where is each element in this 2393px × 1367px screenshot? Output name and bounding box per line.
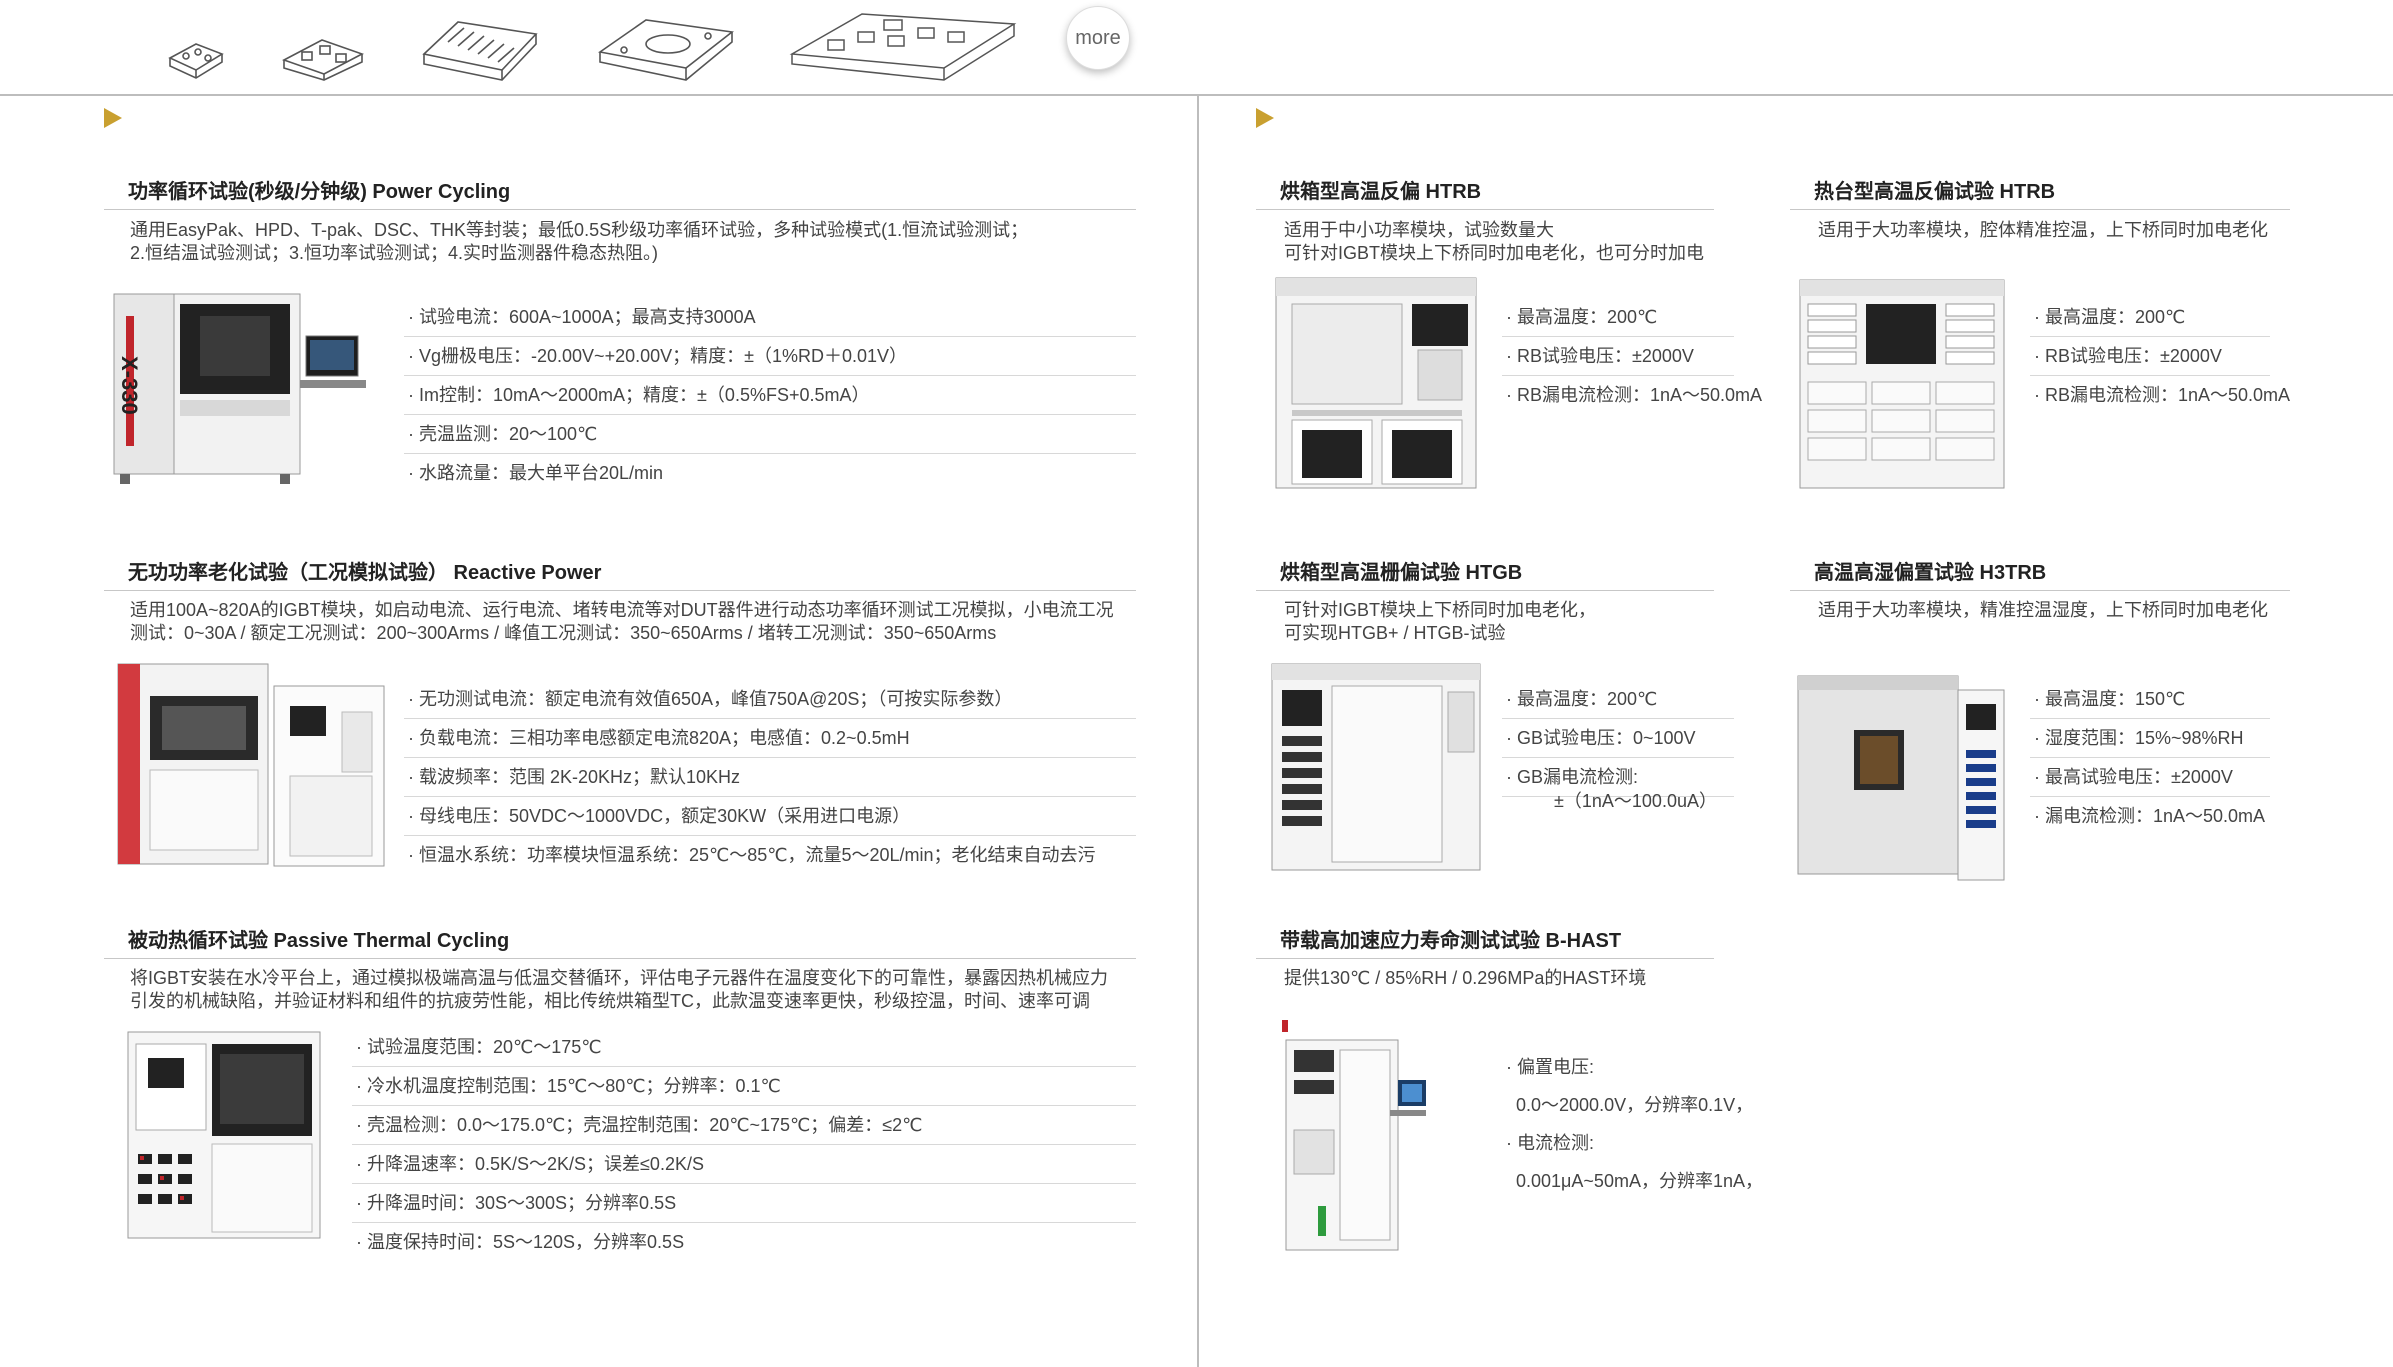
spec-item: · 最高温度：200℃ — [2030, 299, 2270, 337]
passive-thermal-rule — [104, 958, 1136, 959]
h3trb-specs: · 最高温度：150℃ · 湿度范围：15%~98%RH · 最高试验电压：±2… — [2030, 681, 2270, 836]
h3trb-title: 高温高湿偏置试验 H3TRB — [1814, 562, 2047, 584]
module-thumbnail-3[interactable] — [418, 14, 542, 82]
desc-line: 引发的机械缺陷，并验证材料和组件的抗疲劳性能，相比传统烘箱型TC，此款温变速率更… — [130, 991, 1090, 1011]
spec-item: · 偏置电压: — [1506, 1057, 1594, 1077]
spec-item: · 最高试验电压：±2000V — [2030, 759, 2270, 797]
right-section-marker-icon — [1256, 108, 1274, 128]
desc-line: 提供130℃ / 85%RH / 0.296MPa的HAST环境 — [1284, 968, 1647, 988]
bhast-rule — [1256, 958, 1714, 959]
htgb-title: 烘箱型高温栅偏试验 HTGB — [1280, 562, 1523, 584]
spec-item: · 最高温度：200℃ — [1502, 681, 1734, 719]
h3trb-desc: 适用于大功率模块，精准控温湿度，上下桥同时加电老化 — [1818, 599, 2268, 622]
spec-item: · 湿度范围：15%~98%RH — [2030, 720, 2270, 758]
htgb-spec-extra: ±（1nA～100.0uA） — [1554, 791, 1717, 811]
htgb-rule — [1256, 590, 1714, 591]
bhast-machine-image — [1278, 1010, 1428, 1258]
passive-thermal-specs: · 试验温度范围：20℃～175℃ · 冷水机温度控制范围：15℃～80℃；分辨… — [352, 1029, 1136, 1262]
desc-line: 2.恒结温试验测试；3.恒功率试验测试；4.实时监测器件稳态热阻。) — [130, 243, 659, 263]
module-thumbnail-5[interactable] — [788, 6, 1018, 82]
more-button[interactable]: more — [1066, 6, 1130, 70]
htrb-oven-specs: · 最高温度：200℃ · RB试验电压：±2000V · RB漏电流检测：1n… — [1502, 299, 1763, 415]
desc-line: 适用于大功率模块，腔体精准控温，上下桥同时加电老化 — [1818, 220, 2268, 240]
spec-item: · 漏电流检测：1nA～50.0mA — [2034, 806, 2266, 826]
spec-item: · GB漏电流检测: — [1502, 759, 1734, 797]
spec-item: · RB试验电压：±2000V — [2030, 338, 2270, 376]
spec-item: · 载波频率：范围 2K-20KHz；默认10KHz — [404, 759, 1136, 797]
power-cycling-rule — [104, 209, 1136, 210]
module-thumbnail-1[interactable] — [166, 28, 226, 80]
desc-line: 通用EasyPak、HPD、T-pak、DSC、THK等封装；最低0.5S秒级功… — [130, 220, 1029, 240]
bhast-desc: 提供130℃ / 85%RH / 0.296MPa的HAST环境 — [1284, 967, 1646, 990]
htgb-specs: · 最高温度：200℃ · GB试验电压：0~100V · GB漏电流检测: — [1502, 681, 1734, 798]
spec-item: 0.001μA~50mA，分辨率1nA， — [1516, 1171, 1763, 1191]
machine-model-label: X-330 — [117, 356, 142, 415]
desc-line: 适用于中小功率模块，试验数量大 — [1284, 220, 1554, 240]
htrb-hotplate-machine-image — [1796, 272, 2008, 496]
desc-line: 测试：0~30A / 额定工况测试：200~300Arms / 峰值工况测试：3… — [130, 623, 997, 643]
h3trb-rule — [1790, 590, 2290, 591]
power-cycling-desc: 通用EasyPak、HPD、T-pak、DSC、THK等封装；最低0.5S秒级功… — [130, 219, 1028, 265]
spec-item: · 水路流量：最大单平台20L/min — [408, 463, 664, 483]
htgb-machine-image — [1268, 656, 1484, 878]
spec-item: · RB试验电压：±2000V — [1502, 338, 1734, 376]
spec-item: · 试验电流：600A~1000A；最高支持3000A — [404, 299, 1136, 337]
spec-item: · 温度保持时间：5S～120S，分辨率0.5S — [356, 1232, 685, 1252]
htrb-oven-desc: 适用于中小功率模块，试验数量大 可针对IGBT模块上下桥同时加电老化，也可分时加… — [1284, 219, 1704, 265]
desc-line: 可针对IGBT模块上下桥同时加电老化，也可分时加电 — [1284, 243, 1705, 263]
spec-item: · 最高温度：200℃ — [1502, 299, 1734, 337]
spec-item: · 恒温水系统：功率模块恒温系统：25℃～85℃，流量5～20L/min；老化结… — [408, 845, 1096, 865]
spec-item: · 升降温时间：30S～300S；分辨率0.5S — [352, 1185, 1136, 1223]
desc-line: 将IGBT安装在水冷平台上，通过模拟极端高温与低温交替循环，评估电子元器件在温度… — [130, 968, 1108, 988]
power-cycling-specs: · 试验电流：600A~1000A；最高支持3000A · Vg栅极电压：-20… — [404, 299, 1136, 493]
reactive-power-machine-image — [114, 656, 392, 878]
spec-item: · 母线电压：50VDC～1000VDC，额定30KW（采用进口电源） — [404, 798, 1136, 836]
desc-line: 可针对IGBT模块上下桥同时加电老化， — [1284, 600, 1597, 620]
spec-item: · 壳温监测：20～100℃ — [404, 416, 1136, 454]
passive-thermal-desc: 将IGBT安装在水冷平台上，通过模拟极端高温与低温交替循环，评估电子元器件在温度… — [130, 967, 1108, 1013]
reactive-power-specs: · 无功测试电流：额定电流有效值650A，峰值750A@20S；（可按实际参数）… — [404, 681, 1136, 875]
spec-item: · 负载电流：三相功率电感额定电流820A；电感值：0.2~0.5mH — [404, 720, 1136, 758]
spec-item: · 无功测试电流：额定电流有效值650A，峰值750A@20S；（可按实际参数） — [404, 681, 1136, 719]
htgb-desc: 可针对IGBT模块上下桥同时加电老化， 可实现HTGB+ / HTGB-试验 — [1284, 599, 1596, 645]
power-cycling-machine-image: X-330 — [110, 276, 370, 490]
spec-item: · 冷水机温度控制范围：15℃～80℃；分辨率：0.1℃ — [352, 1068, 1136, 1106]
reactive-power-title: 无功功率老化试验（工况模拟试验） Reactive Power — [128, 562, 602, 584]
spec-item: · RB漏电流检测：1nA～50.0mA — [2034, 385, 2291, 405]
htrb-hotplate-rule — [1790, 209, 2290, 210]
passive-thermal-title: 被动热循环试验 Passive Thermal Cycling — [128, 930, 510, 952]
htrb-oven-machine-image — [1272, 270, 1480, 496]
bhast-title: 带载高加速应力寿命测试试验 B-HAST — [1280, 930, 1622, 952]
spec-item: · 电流检测: — [1506, 1133, 1594, 1153]
left-section-marker-icon — [104, 108, 122, 128]
page-divider — [1197, 96, 1199, 1367]
spec-item: · Vg栅极电压：-20.00V~+20.00V；精度：±（1%RD＋0.01V… — [404, 338, 1136, 376]
spec-item: · 壳温检测：0.0～175.0℃；壳温控制范围：20℃~175℃；偏差：≤2℃ — [352, 1107, 1136, 1145]
power-cycling-title: 功率循环试验(秒级/分钟级) Power Cycling — [128, 181, 511, 203]
passive-thermal-machine-image — [124, 1024, 324, 1246]
spec-item: 0.0～2000.0V，分辨率0.1V， — [1516, 1095, 1754, 1115]
reactive-power-desc: 适用100A~820A的IGBT模块，如启动电流、运行电流、堵转电流等对DUT器… — [130, 599, 1114, 645]
desc-line: 适用100A~820A的IGBT模块，如启动电流、运行电流、堵转电流等对DUT器… — [130, 600, 1114, 620]
desc-line: 适用于大功率模块，精准控温湿度，上下桥同时加电老化 — [1818, 600, 2268, 620]
htrb-oven-title: 烘箱型高温反偏 HTRB — [1280, 181, 1482, 203]
top-product-bar — [0, 0, 2393, 96]
spec-item: · 升降温速率：0.5K/S～2K/S；误差≤0.2K/S — [352, 1146, 1136, 1184]
module-thumbnail-2[interactable] — [280, 26, 366, 82]
spec-item: · RB漏电流检测：1nA～50.0mA — [1506, 385, 1763, 405]
spec-item: · Im控制：10mA～2000mA；精度：±（0.5%FS+0.5mA） — [404, 377, 1136, 415]
htrb-hotplate-title: 热台型高温反偏试验 HTRB — [1814, 181, 2056, 203]
module-thumbnail-4[interactable] — [596, 12, 736, 84]
desc-line: 可实现HTGB+ / HTGB-试验 — [1284, 623, 1506, 643]
htrb-oven-rule — [1256, 209, 1714, 210]
spec-item: · 最高温度：150℃ — [2030, 681, 2270, 719]
htrb-hotplate-desc: 适用于大功率模块，腔体精准控温，上下桥同时加电老化 — [1818, 219, 2268, 242]
spec-item: · GB试验电压：0~100V — [1502, 720, 1734, 758]
reactive-power-rule — [104, 590, 1136, 591]
htrb-hotplate-specs: · 最高温度：200℃ · RB试验电压：±2000V · RB漏电流检测：1n… — [2030, 299, 2291, 415]
spec-item: · 试验温度范围：20℃～175℃ — [352, 1029, 1136, 1067]
h3trb-machine-image — [1794, 660, 2010, 886]
bhast-specs: · 偏置电压: 0.0～2000.0V，分辨率0.1V， · 电流检测: 0.0… — [1502, 1049, 1782, 1201]
